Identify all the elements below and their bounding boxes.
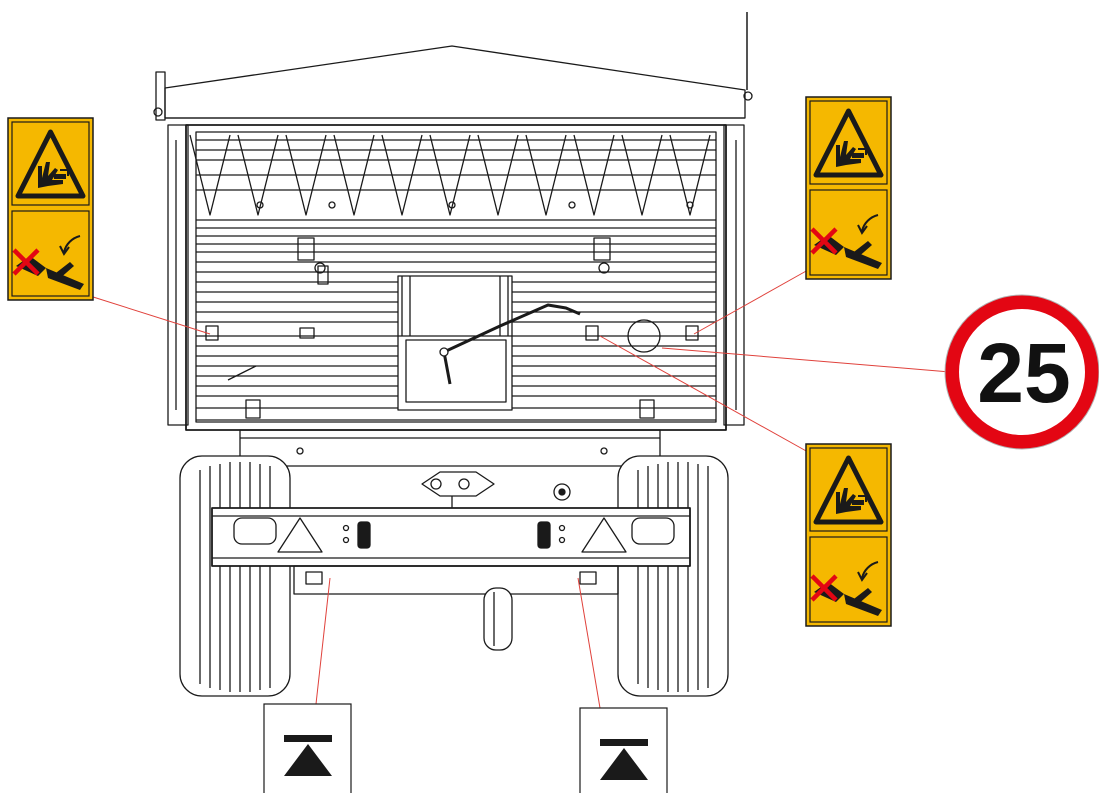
warning-decal-upper-right — [806, 97, 891, 279]
speed-limit-value: 25 — [977, 326, 1070, 420]
speed-limit-sign: 25 — [944, 294, 1099, 450]
jack-point-sign-left — [263, 703, 352, 793]
right-wheel — [617, 455, 729, 697]
warning-decal-left — [8, 118, 93, 300]
jack-point-sign-right — [579, 707, 668, 793]
left-wheel — [179, 455, 291, 697]
leader-lines — [89, 269, 951, 709]
trailer-drawing — [153, 12, 753, 697]
warning-decal-lower-right — [806, 444, 891, 626]
